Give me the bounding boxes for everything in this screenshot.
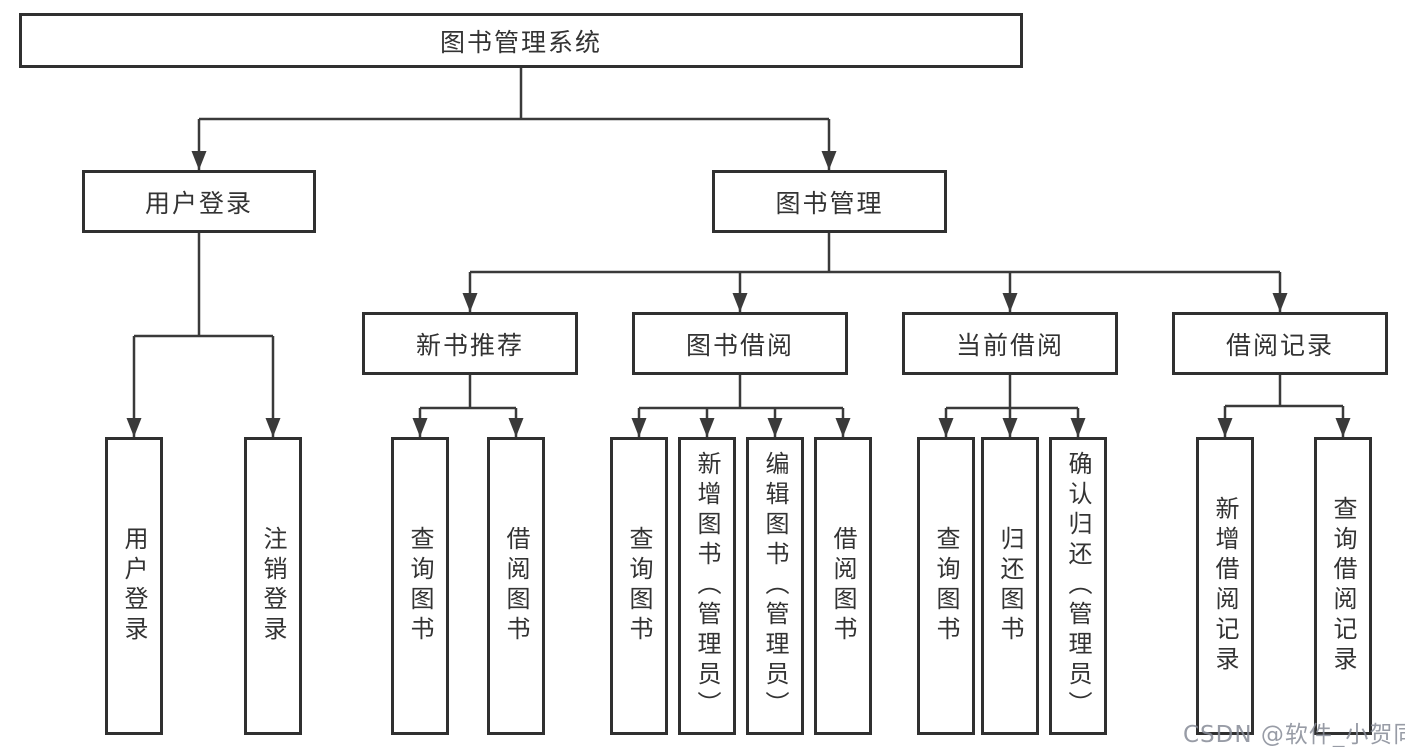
leaf-query-books-borrowing: 查询图书: [610, 437, 668, 735]
leaf-confirm-return-admin: 确认归还（管理员）: [1049, 437, 1107, 735]
leaf-query-borrow-record: 查询借阅记录: [1314, 437, 1372, 735]
node-library-management-system: 图书管理系统: [19, 13, 1023, 68]
node-book-management: 图书管理: [712, 170, 947, 233]
leaf-logout: 注销登录: [244, 437, 302, 735]
leaf-user-login: 用户登录: [105, 437, 163, 735]
connector-arrows: [126, 119, 1351, 437]
leaf-add-book-admin: 新增图书（管理员）: [678, 437, 736, 735]
leaf-add-borrow-record: 新增借阅记录: [1196, 437, 1254, 735]
node-new-book-recommendation: 新书推荐: [362, 312, 578, 375]
node-borrowing-records: 借阅记录: [1172, 312, 1388, 375]
node-user-login: 用户登录: [82, 170, 316, 233]
node-book-borrowing: 图书借阅: [632, 312, 848, 375]
leaf-query-books-recommend: 查询图书: [391, 437, 449, 735]
leaf-edit-book-admin: 编辑图书（管理员）: [746, 437, 804, 735]
connector-trunks: [134, 68, 1343, 410]
csdn-watermark: CSDN @软件_小贺同学: [1183, 722, 1405, 747]
leaf-query-books-current: 查询图书: [917, 437, 975, 735]
leaf-borrow-books-borrowing: 借阅图书: [814, 437, 872, 735]
leaf-borrow-books-recommend: 借阅图书: [487, 437, 545, 735]
node-current-borrowing: 当前借阅: [902, 312, 1118, 375]
leaf-return-books: 归还图书: [981, 437, 1039, 735]
